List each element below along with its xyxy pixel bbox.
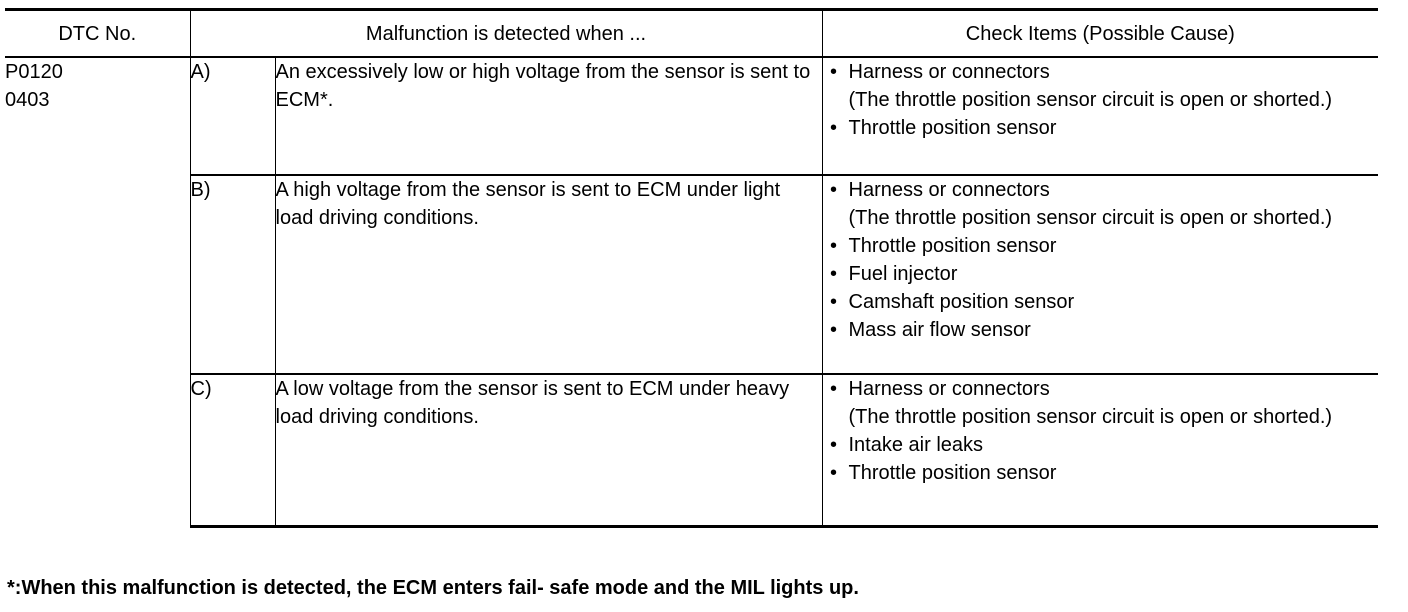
check-item-note: (The throttle position sensor circuit is… [848,207,1333,229]
condition-text: An excessively low or high voltage from … [275,57,823,176]
list-item: (The throttle position sensor circuit is… [823,204,1379,232]
bullet-icon: • [829,378,837,400]
condition-text: A low voltage from the sensor is sent to… [275,374,823,528]
bullet-icon: • [829,117,837,139]
list-item: • Harness or connectors [823,176,1379,204]
bullet-icon: • [829,462,837,484]
dtc-code: 0403 [5,89,50,111]
list-item: (The throttle position sensor circuit is… [823,86,1379,114]
dtc-table: DTC No. Malfunction is detected when ...… [5,8,1378,528]
check-item-text: Throttle position sensor [848,117,1057,139]
bullet-icon: • [829,291,837,313]
check-items-list: • Harness or connectors (The throttle pos… [823,176,1379,344]
check-item-text: Fuel injector [848,263,958,285]
check-item-text: Harness or connectors [848,61,1050,83]
bullet-icon: • [829,319,837,341]
footnote: *:When this malfunction is detected, the… [7,577,859,599]
list-item: • Mass air flow sensor [823,316,1379,344]
list-item: • Throttle position sensor [823,459,1379,487]
bullet-icon: • [829,434,837,456]
check-item-text: Mass air flow sensor [848,319,1031,341]
list-item: • Harness or connectors [823,58,1379,86]
check-item-text: Throttle position sensor [848,235,1057,257]
check-items-cell: • Harness or connectors (The throttle pos… [822,374,1379,528]
check-items-cell: • Harness or connectors (The throttle pos… [822,57,1379,176]
check-items-list: • Harness or connectors (The throttle pos… [823,375,1379,487]
table-row: P0120 0403 A) An excessively low or high… [5,57,1379,527]
list-item: • Throttle position sensor [823,232,1379,260]
list-item: • Camshaft position sensor [823,288,1379,316]
check-item-note: (The throttle position sensor circuit is… [848,89,1333,111]
bullet-icon: • [829,263,837,285]
check-item-text: Harness or connectors [848,179,1050,201]
bullet-icon: • [829,61,837,83]
dtc-code: P0120 [5,61,63,83]
condition-letter: C) [190,374,276,528]
list-item: (The throttle position sensor circuit is… [823,403,1379,431]
list-item: • Intake air leaks [823,431,1379,459]
condition-letter: A) [190,57,276,176]
document-page: DTC No. Malfunction is detected when ...… [5,8,1378,528]
table-row: B) A high voltage from the sensor is sen… [5,175,1379,375]
condition-text: A high voltage from the sensor is sent t… [275,175,823,375]
bullet-icon: • [829,235,837,257]
list-item: • Throttle position sensor [823,114,1379,142]
check-item-text: Camshaft position sensor [848,291,1075,313]
header-dtc-no: DTC No. [5,8,191,58]
list-item: • Harness or connectors [823,375,1379,403]
list-item: • Fuel injector [823,260,1379,288]
check-item-note: (The throttle position sensor circuit is… [848,406,1333,428]
table-header-row: DTC No. Malfunction is detected when ...… [5,8,1378,58]
check-item-text: Harness or connectors [848,378,1050,400]
table-row: C) A low voltage from the sensor is sent… [5,374,1379,528]
condition-letter: B) [190,175,276,375]
check-item-text: Intake air leaks [848,434,984,456]
check-items-list: • Harness or connectors (The throttle pos… [823,58,1379,142]
header-malfunction: Malfunction is detected when ... [190,8,823,58]
check-items-cell: • Harness or connectors (The throttle pos… [822,175,1379,375]
header-check-items: Check Items (Possible Cause) [822,8,1378,58]
check-item-text: Throttle position sensor [848,462,1057,484]
bullet-icon: • [829,179,837,201]
dtc-code-cell: P0120 0403 [5,57,191,527]
